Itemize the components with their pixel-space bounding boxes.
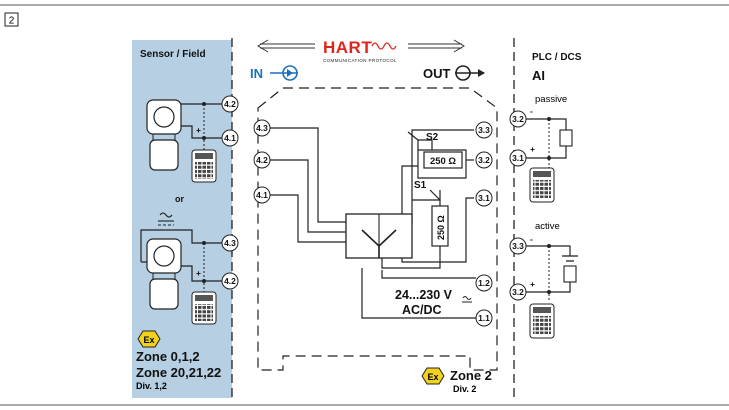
battery-icon — [562, 255, 578, 262]
supply-type: AC/DC — [402, 303, 442, 317]
svg-text:4.2: 4.2 — [224, 99, 236, 109]
ex-hazard-icon: Ex — [137, 330, 161, 348]
active-minus: - — [530, 234, 533, 244]
switch-s2 — [407, 131, 419, 141]
in-label: IN — [250, 66, 263, 81]
svg-text:3.2: 3.2 — [478, 155, 490, 165]
svg-text:HART: HART — [323, 38, 372, 57]
out-label: OUT — [423, 66, 451, 81]
load-resistor — [563, 265, 577, 283]
field-div: Div. 1,2 — [136, 381, 167, 391]
terminal: 3.1 — [475, 189, 493, 207]
hart-handheld-icon — [529, 167, 555, 203]
svg-text:4.1: 4.1 — [256, 190, 268, 200]
out-arrow-icon — [455, 65, 485, 81]
svg-text:Ex: Ex — [427, 372, 438, 382]
active-label: active — [535, 221, 560, 232]
device-div: Div. 2 — [453, 384, 476, 394]
svg-text:3.1: 3.1 — [478, 193, 490, 203]
transmitter-icon — [146, 99, 182, 171]
svg-text:4.3: 4.3 — [224, 238, 236, 248]
terminal: 3.2 — [509, 283, 527, 301]
field-zone-line2: Zone 20,21,22 — [136, 365, 221, 380]
field-bottom-plus: + — [196, 268, 201, 278]
isolation-transformer-icon — [345, 213, 413, 259]
svg-text:COMMUNICATION PROTOCOL: COMMUNICATION PROTOCOL — [323, 58, 397, 63]
terminal: 3.1 — [509, 149, 527, 167]
svg-text:4.2: 4.2 — [256, 155, 268, 165]
field-zone-line1: Zone 0,1,2 — [136, 349, 200, 364]
plc-title: PLC / DCS — [532, 52, 582, 63]
terminal: 3.2 — [475, 151, 493, 169]
passive-minus: - — [530, 106, 533, 116]
hart-logo: HART COMMUNICATION PROTOCOL — [323, 38, 397, 63]
ac-supply-symbol — [158, 212, 174, 226]
hart-handheld-icon — [191, 291, 217, 325]
svg-text:3.2: 3.2 — [512, 114, 524, 124]
terminal: 3.2 — [509, 110, 527, 128]
terminal: 4.2 — [221, 95, 239, 113]
plc-ai-label: AI — [532, 68, 545, 83]
svg-text:3.1: 3.1 — [512, 153, 524, 163]
terminal: 4.2 — [221, 272, 239, 290]
terminal: 4.1 — [253, 186, 271, 204]
load-resistor — [559, 129, 573, 147]
svg-text:Ex: Ex — [143, 335, 154, 345]
field-panel: Sensor / Field + or — [132, 38, 239, 398]
field-or-label: or — [175, 194, 184, 204]
svg-text:2: 2 — [9, 16, 15, 27]
terminal: 4.3 — [221, 234, 239, 252]
figure-number: 2 — [4, 12, 19, 27]
terminal: 3.3 — [475, 121, 493, 139]
transmitter-icon — [146, 238, 182, 310]
svg-text:250 Ω: 250 Ω — [430, 156, 456, 167]
terminal: 4.2 — [253, 151, 271, 169]
terminal: 1.2 — [475, 274, 493, 292]
s2-label: S2 — [426, 132, 439, 143]
supply-voltage: 24...230 V — [395, 288, 453, 302]
hart-handheld-icon — [529, 303, 555, 339]
ex-hazard-icon: Ex — [421, 367, 445, 385]
resistor-vertical: 250 Ω — [431, 205, 449, 247]
field-title: Sensor / Field — [140, 49, 206, 60]
hart-handheld-icon — [191, 149, 217, 183]
double-arrow-left-icon — [257, 39, 315, 53]
passive-plus: + — [530, 144, 535, 154]
switch-s1 — [429, 189, 441, 201]
svg-text:4.1: 4.1 — [224, 133, 236, 143]
terminal: 4.3 — [253, 119, 271, 137]
svg-text:4.3: 4.3 — [256, 123, 268, 133]
svg-text:3.3: 3.3 — [478, 125, 490, 135]
in-arrow-icon — [270, 65, 298, 81]
terminal: 1.1 — [475, 309, 493, 327]
terminal: 4.1 — [221, 129, 239, 147]
ac-dc-icon — [462, 296, 472, 303]
svg-text:3.3: 3.3 — [512, 241, 524, 251]
double-arrow-right-icon — [408, 39, 465, 53]
terminal: 3.3 — [509, 237, 527, 255]
resistor-horizontal: 250 Ω — [423, 151, 463, 169]
device-zone: Zone 2 — [450, 368, 492, 383]
passive-label: passive — [535, 94, 567, 105]
hart-wave-icon — [371, 42, 397, 50]
svg-text:250 Ω: 250 Ω — [436, 215, 446, 240]
svg-text:4.2: 4.2 — [224, 276, 236, 286]
svg-text:1.2: 1.2 — [478, 278, 490, 288]
active-plus: + — [530, 279, 535, 289]
s1-label: S1 — [414, 180, 427, 191]
field-top-plus: + — [196, 125, 201, 135]
svg-text:3.2: 3.2 — [512, 287, 524, 297]
svg-text:1.1: 1.1 — [478, 313, 490, 323]
